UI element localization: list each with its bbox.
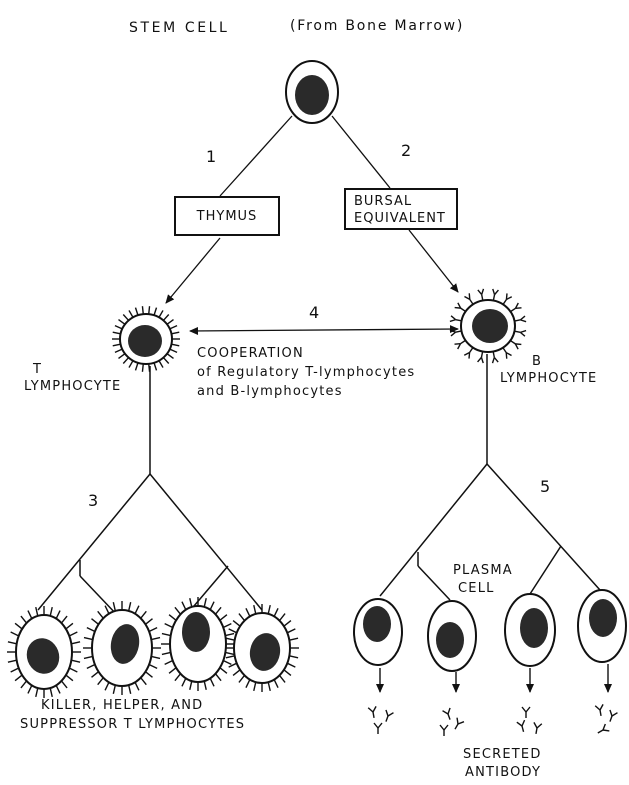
cooperation-arrow — [189, 325, 459, 335]
antibody-icon — [516, 719, 526, 732]
stem-cell — [285, 60, 339, 124]
t-subsets-label-1: KILLER, HELPER, AND — [41, 698, 204, 713]
plasma-cell — [504, 593, 556, 667]
t-subset-cell — [161, 597, 235, 691]
secreted-antibody-label-1: SECRETED — [463, 747, 542, 762]
antibody-icon — [594, 704, 604, 717]
b-lymphocyte-label: LYMPHOCYTE — [500, 371, 598, 386]
antibody-icon — [385, 709, 394, 722]
plasma-cells — [353, 589, 627, 672]
secreted-antibodies — [367, 664, 618, 736]
plasma-cell-label-2: CELL — [458, 581, 495, 596]
step-2-label: 2 — [401, 141, 412, 160]
path-to-bursal — [331, 115, 391, 189]
b-lymphocyte-label-letter: B — [532, 354, 543, 369]
t-subset-cell — [83, 601, 161, 695]
thymus-label: THYMUS — [196, 209, 258, 224]
t-lineage-tree — [37, 366, 263, 617]
plasma-cell — [353, 598, 403, 666]
antibody-icon — [367, 706, 377, 719]
antibody-icon — [373, 722, 383, 734]
antibody-icon — [597, 723, 610, 734]
bursal-equivalent-box: BURSAL EQUIVALENT — [344, 188, 458, 230]
antibody-icon — [521, 706, 531, 718]
cooperation-heading: COOPERATION — [197, 346, 304, 361]
arrow-thymus-to-t — [165, 237, 221, 304]
b-lymphocyte-cell — [449, 288, 527, 364]
t-subset-cell — [7, 606, 81, 698]
t-lymphocyte-label-letter: T — [33, 362, 43, 377]
secreted-antibody-label-2: ANTIBODY — [465, 765, 542, 780]
plasma-cell-label-1: PLASMA — [453, 563, 513, 578]
t-lymphocyte-cell — [112, 306, 180, 372]
step-4-label: 4 — [309, 303, 320, 322]
step-3-label: 3 — [88, 491, 99, 510]
step-1-label: 1 — [206, 147, 217, 166]
cooperation-detail-1: of Regulatory T-lymphocytes — [197, 365, 416, 380]
thymus-box: THYMUS — [174, 196, 280, 236]
t-subset-cell — [225, 604, 299, 692]
cooperation-detail-2: and B-lymphocytes — [197, 384, 343, 399]
bursal-label-line1: BURSAL — [354, 194, 413, 209]
t-subsets-label-2: SUPPRESSOR T LYMPHOCYTES — [20, 717, 246, 732]
antibody-icon — [609, 709, 618, 722]
plasma-cell — [427, 600, 477, 672]
b-lineage-tree — [379, 354, 601, 601]
antibody-icon — [533, 722, 543, 735]
antibody-icon — [442, 707, 451, 720]
t-lymphocyte-label: LYMPHOCYTE — [24, 379, 122, 394]
stem-cell-title: STEM CELL — [129, 20, 230, 36]
plasma-cell — [577, 589, 627, 663]
arrow-bursal-to-b — [408, 229, 459, 293]
antibody-icon — [454, 717, 465, 730]
antibody-icon — [439, 724, 449, 736]
stem-cell-origin: (From Bone Marrow) — [290, 18, 465, 34]
t-lymphocyte-subsets — [7, 597, 299, 698]
path-to-thymus — [219, 115, 293, 197]
bursal-label-line2: EQUIVALENT — [354, 211, 446, 226]
step-5-label: 5 — [540, 477, 551, 496]
